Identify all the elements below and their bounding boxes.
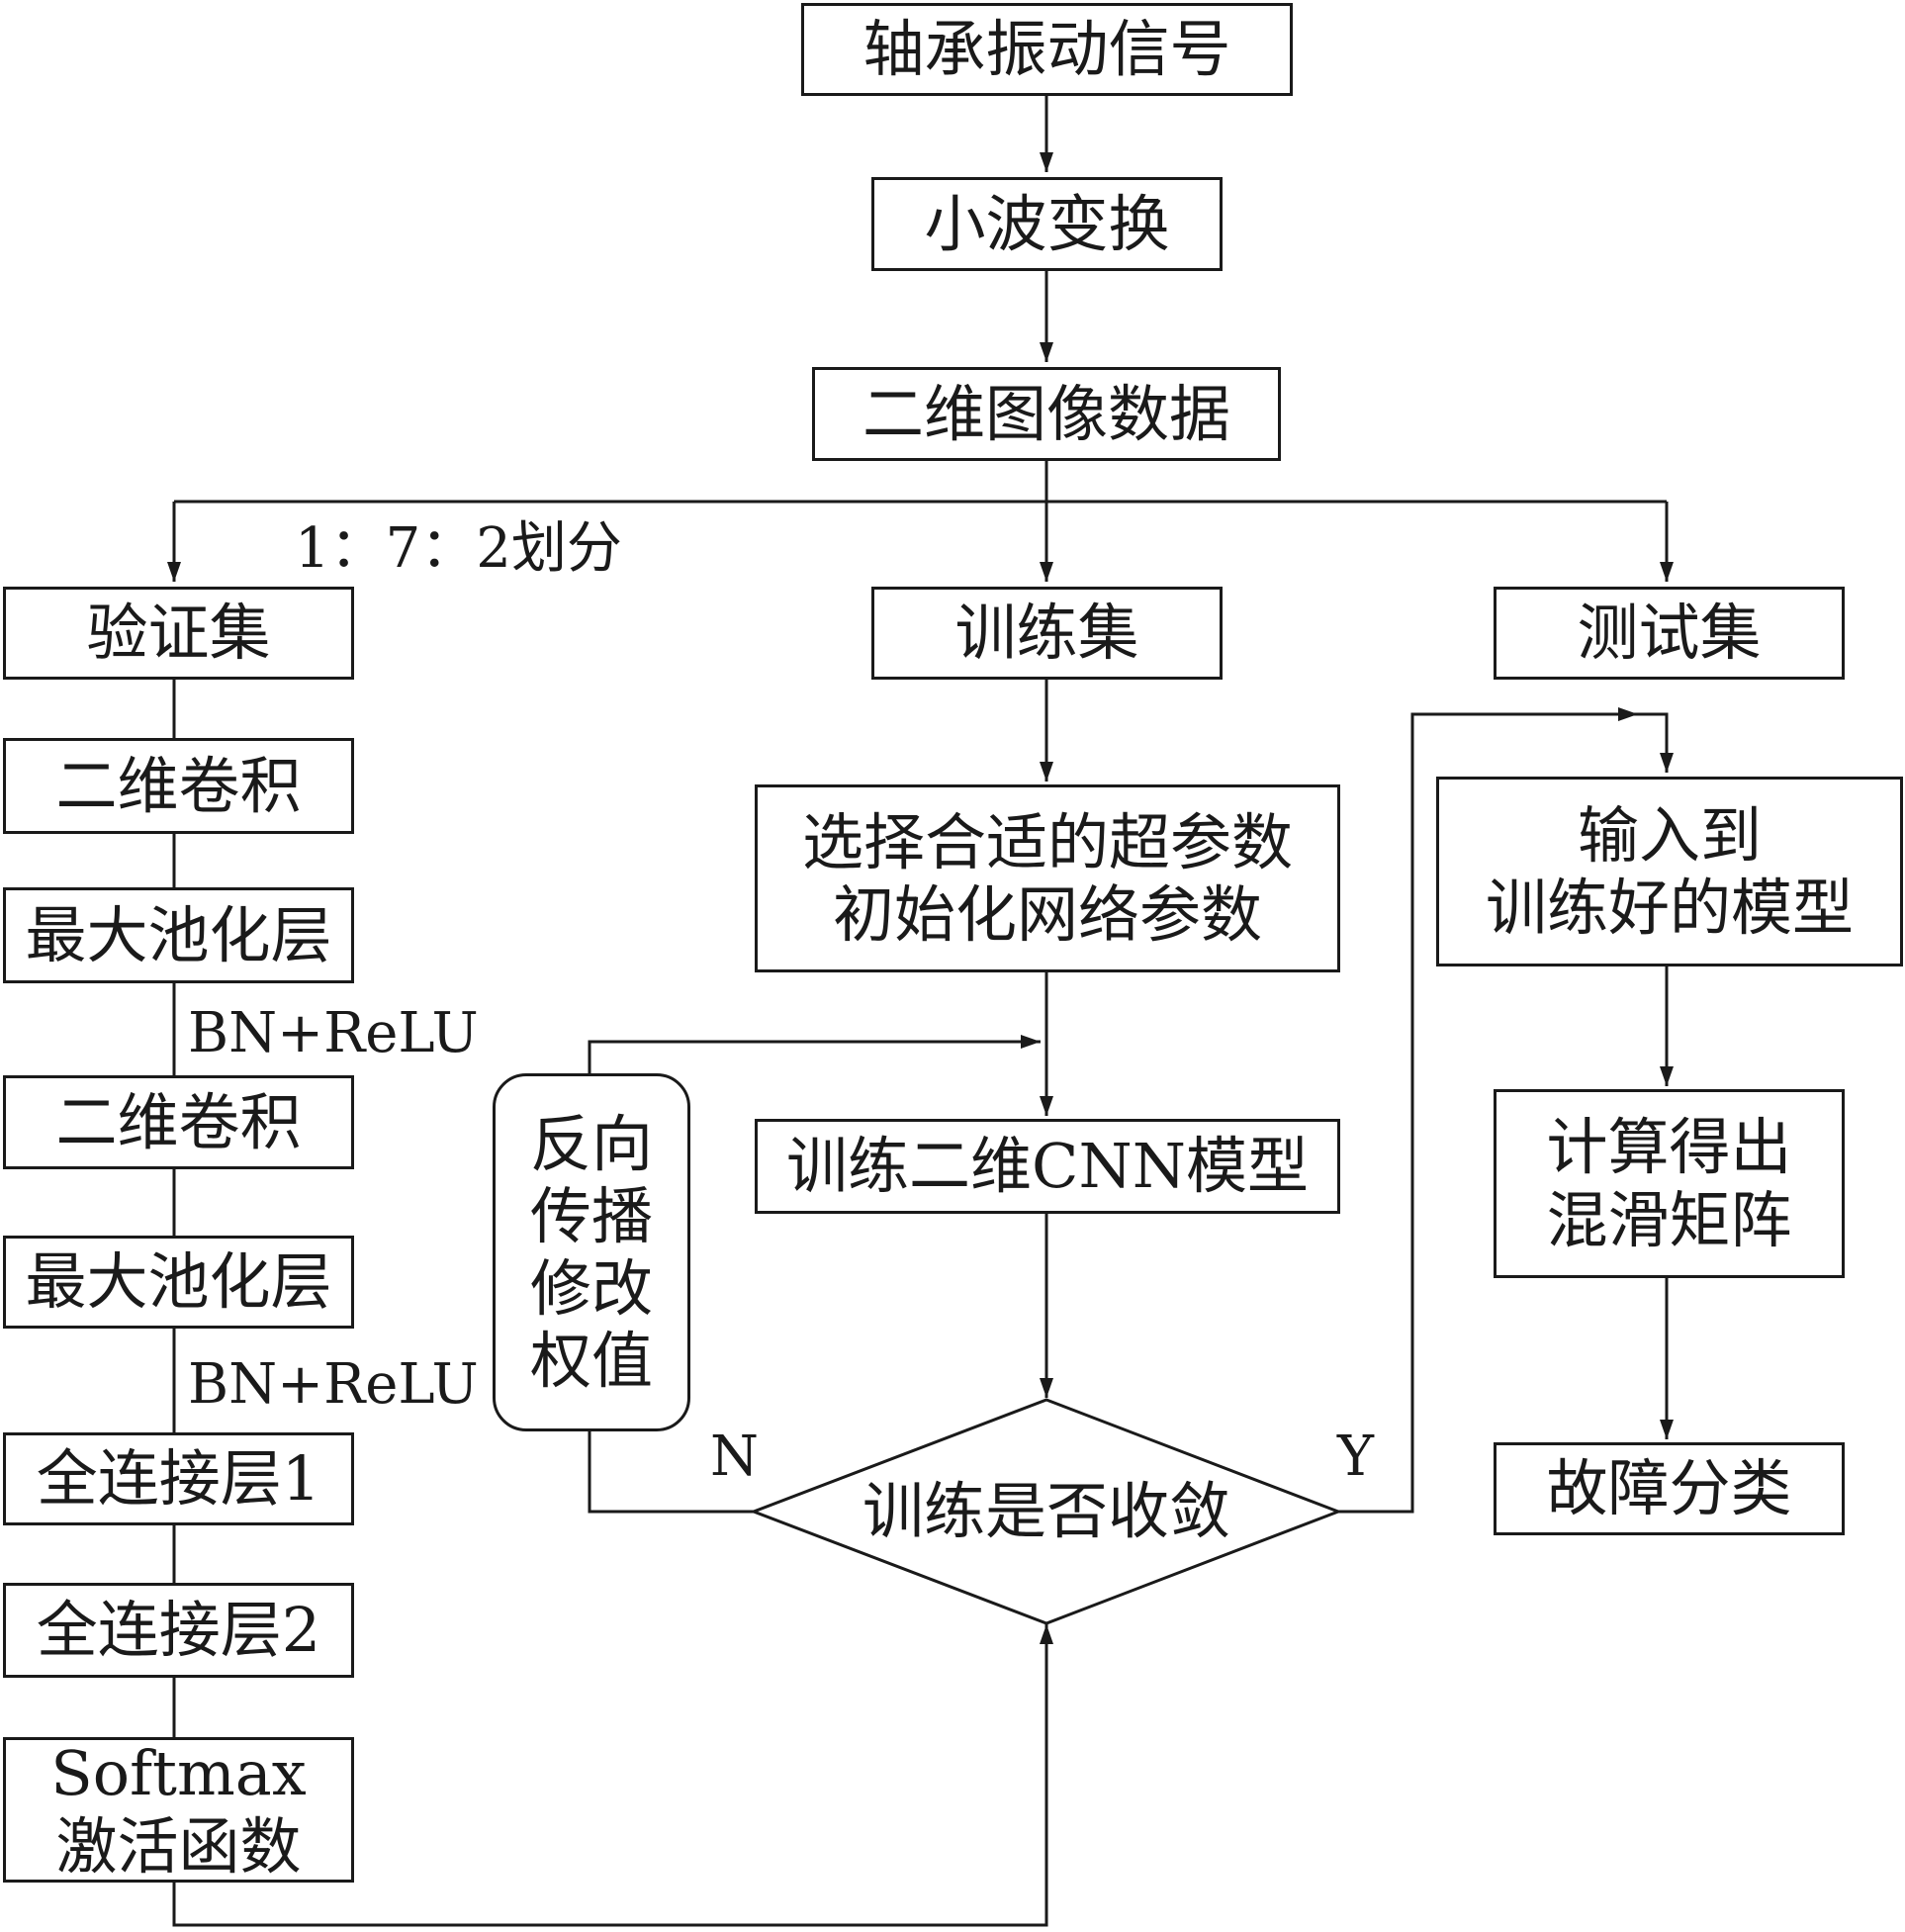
backprop-line1: 反向	[529, 1107, 653, 1180]
input-model-line2: 训练好的模型	[1485, 872, 1854, 944]
bn-relu-label-1: BN+ReLU	[188, 1001, 479, 1065]
fc1-box: 全连接层1	[3, 1432, 354, 1525]
converge-text: 训练是否收敛	[862, 1475, 1230, 1547]
fault-class-box: 故障分类	[1494, 1442, 1845, 1535]
validation-set-text: 验证集	[86, 597, 271, 670]
backprop-line3: 修改	[529, 1252, 653, 1325]
input-model-line1: 输入到	[1577, 798, 1762, 872]
train-model-box: 训练二维CNN模型	[755, 1119, 1340, 1214]
signal-box: 轴承振动信号	[801, 3, 1293, 96]
wavelet-box: 小波变换	[871, 177, 1223, 271]
image-data-text: 二维图像数据	[862, 377, 1230, 450]
softmax-text-line1: Softmax	[50, 1737, 307, 1810]
softmax-box: Softmax 激活函数	[3, 1737, 354, 1883]
softmax-text-line2: 激活函数	[55, 1809, 302, 1883]
conv2-text: 二维卷积	[55, 1085, 302, 1158]
arrow-backprop-to-model	[588, 1035, 1041, 1073]
backprop-box: 反向 传播 修改 权值	[493, 1073, 690, 1431]
conv1-box: 二维卷积	[3, 738, 354, 834]
bn-relu-label-2: BN+ReLU	[188, 1352, 479, 1417]
wavelet-text: 小波变换	[924, 187, 1170, 260]
line-no-branch	[588, 1431, 754, 1514]
backprop-line2: 传播	[529, 1179, 653, 1252]
split-ratio-label: 1：7：2划分	[295, 516, 622, 581]
input-model-box: 输入到 训练好的模型	[1436, 777, 1903, 966]
yes-label: Y	[1337, 1425, 1374, 1489]
training-set-box: 训练集	[871, 587, 1223, 680]
image-data-box: 二维图像数据	[812, 367, 1281, 461]
conv2-box: 二维卷积	[3, 1075, 354, 1169]
fault-class-text: 故障分类	[1546, 1452, 1792, 1525]
no-label: N	[710, 1425, 759, 1489]
select-params-line2: 初始化网络参数	[832, 878, 1262, 951]
train-model-text: 训练二维CNN模型	[786, 1130, 1309, 1203]
test-set-text: 测试集	[1577, 597, 1762, 670]
conv1-text: 二维卷积	[55, 749, 302, 822]
confusion-line2: 混滑矩阵	[1546, 1183, 1792, 1256]
confusion-line1: 计算得出	[1546, 1111, 1792, 1184]
fc2-box: 全连接层2	[3, 1583, 354, 1678]
validation-set-box: 验证集	[3, 587, 354, 680]
select-params-line1: 选择合适的超参数	[801, 805, 1293, 878]
backprop-line4: 权值	[529, 1325, 653, 1398]
converge-diamond	[749, 1398, 1343, 1625]
pool1-box: 最大池化层	[3, 887, 354, 983]
pool2-text: 最大池化层	[25, 1245, 332, 1319]
signal-text: 轴承振动信号	[862, 13, 1231, 86]
arrow-softmax-to-converge	[172, 1624, 1053, 1927]
fc1-text: 全连接层1	[36, 1442, 321, 1516]
confusion-matrix-box: 计算得出 混滑矩阵	[1494, 1089, 1845, 1278]
select-params-box: 选择合适的超参数 初始化网络参数	[755, 784, 1340, 972]
fc2-text: 全连接层2	[36, 1594, 321, 1667]
pool1-text: 最大池化层	[25, 898, 332, 971]
pool2-box: 最大池化层	[3, 1236, 354, 1329]
test-set-box: 测试集	[1494, 587, 1845, 680]
training-set-text: 训练集	[954, 597, 1139, 670]
